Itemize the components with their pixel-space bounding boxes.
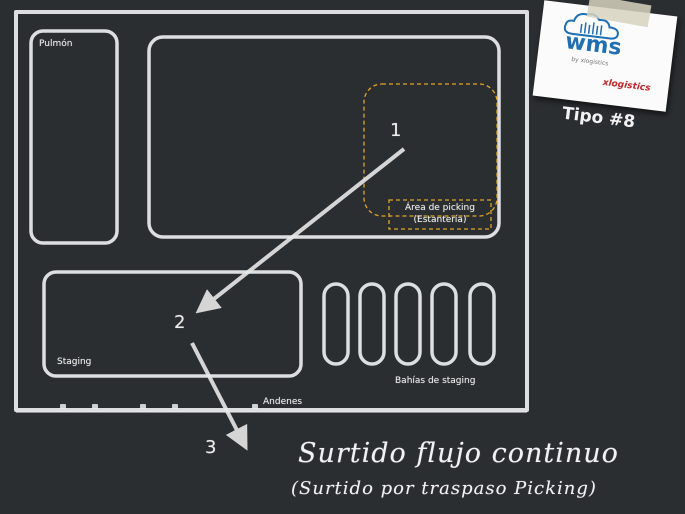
staging-zone [42,270,303,378]
staging-bays [322,282,496,366]
storage-room [147,35,501,239]
picking-area-label: Área de picking (Estantería) [392,202,488,226]
dock-bumpers [60,404,258,409]
bahias-label: Bahías de staging [395,376,476,386]
flow-arrow-2-to-3 [190,342,248,451]
picking-area [363,83,498,217]
picking-label-line1: Área de picking [405,203,475,213]
step-2-number: 2 [174,312,186,333]
staging-bay-1 [322,282,350,366]
pulmon-label: Pulmón [39,39,73,49]
staging-bay-5 [468,282,496,366]
staging-bay-2 [358,282,386,366]
xlogistics-brand: xlogistics [602,77,652,94]
step-3-number: 3 [205,437,217,458]
staging-bay-4 [430,282,458,366]
flow-arrow-1-to-2 [195,147,406,314]
slide-title: Surtido flujo continuo [298,438,619,469]
staging-label: Staging [57,357,92,367]
slide-subtitle: (Surtido por traspaso Picking) [291,478,597,499]
pulmon-zone [29,29,119,245]
picking-label-box [388,199,492,230]
warehouse-outline [14,10,529,412]
step-1-number: 1 [390,120,402,141]
staging-bay-3 [394,282,422,366]
picking-label-line2: (Estantería) [413,215,467,225]
andenes-label: Andenes [263,397,303,407]
